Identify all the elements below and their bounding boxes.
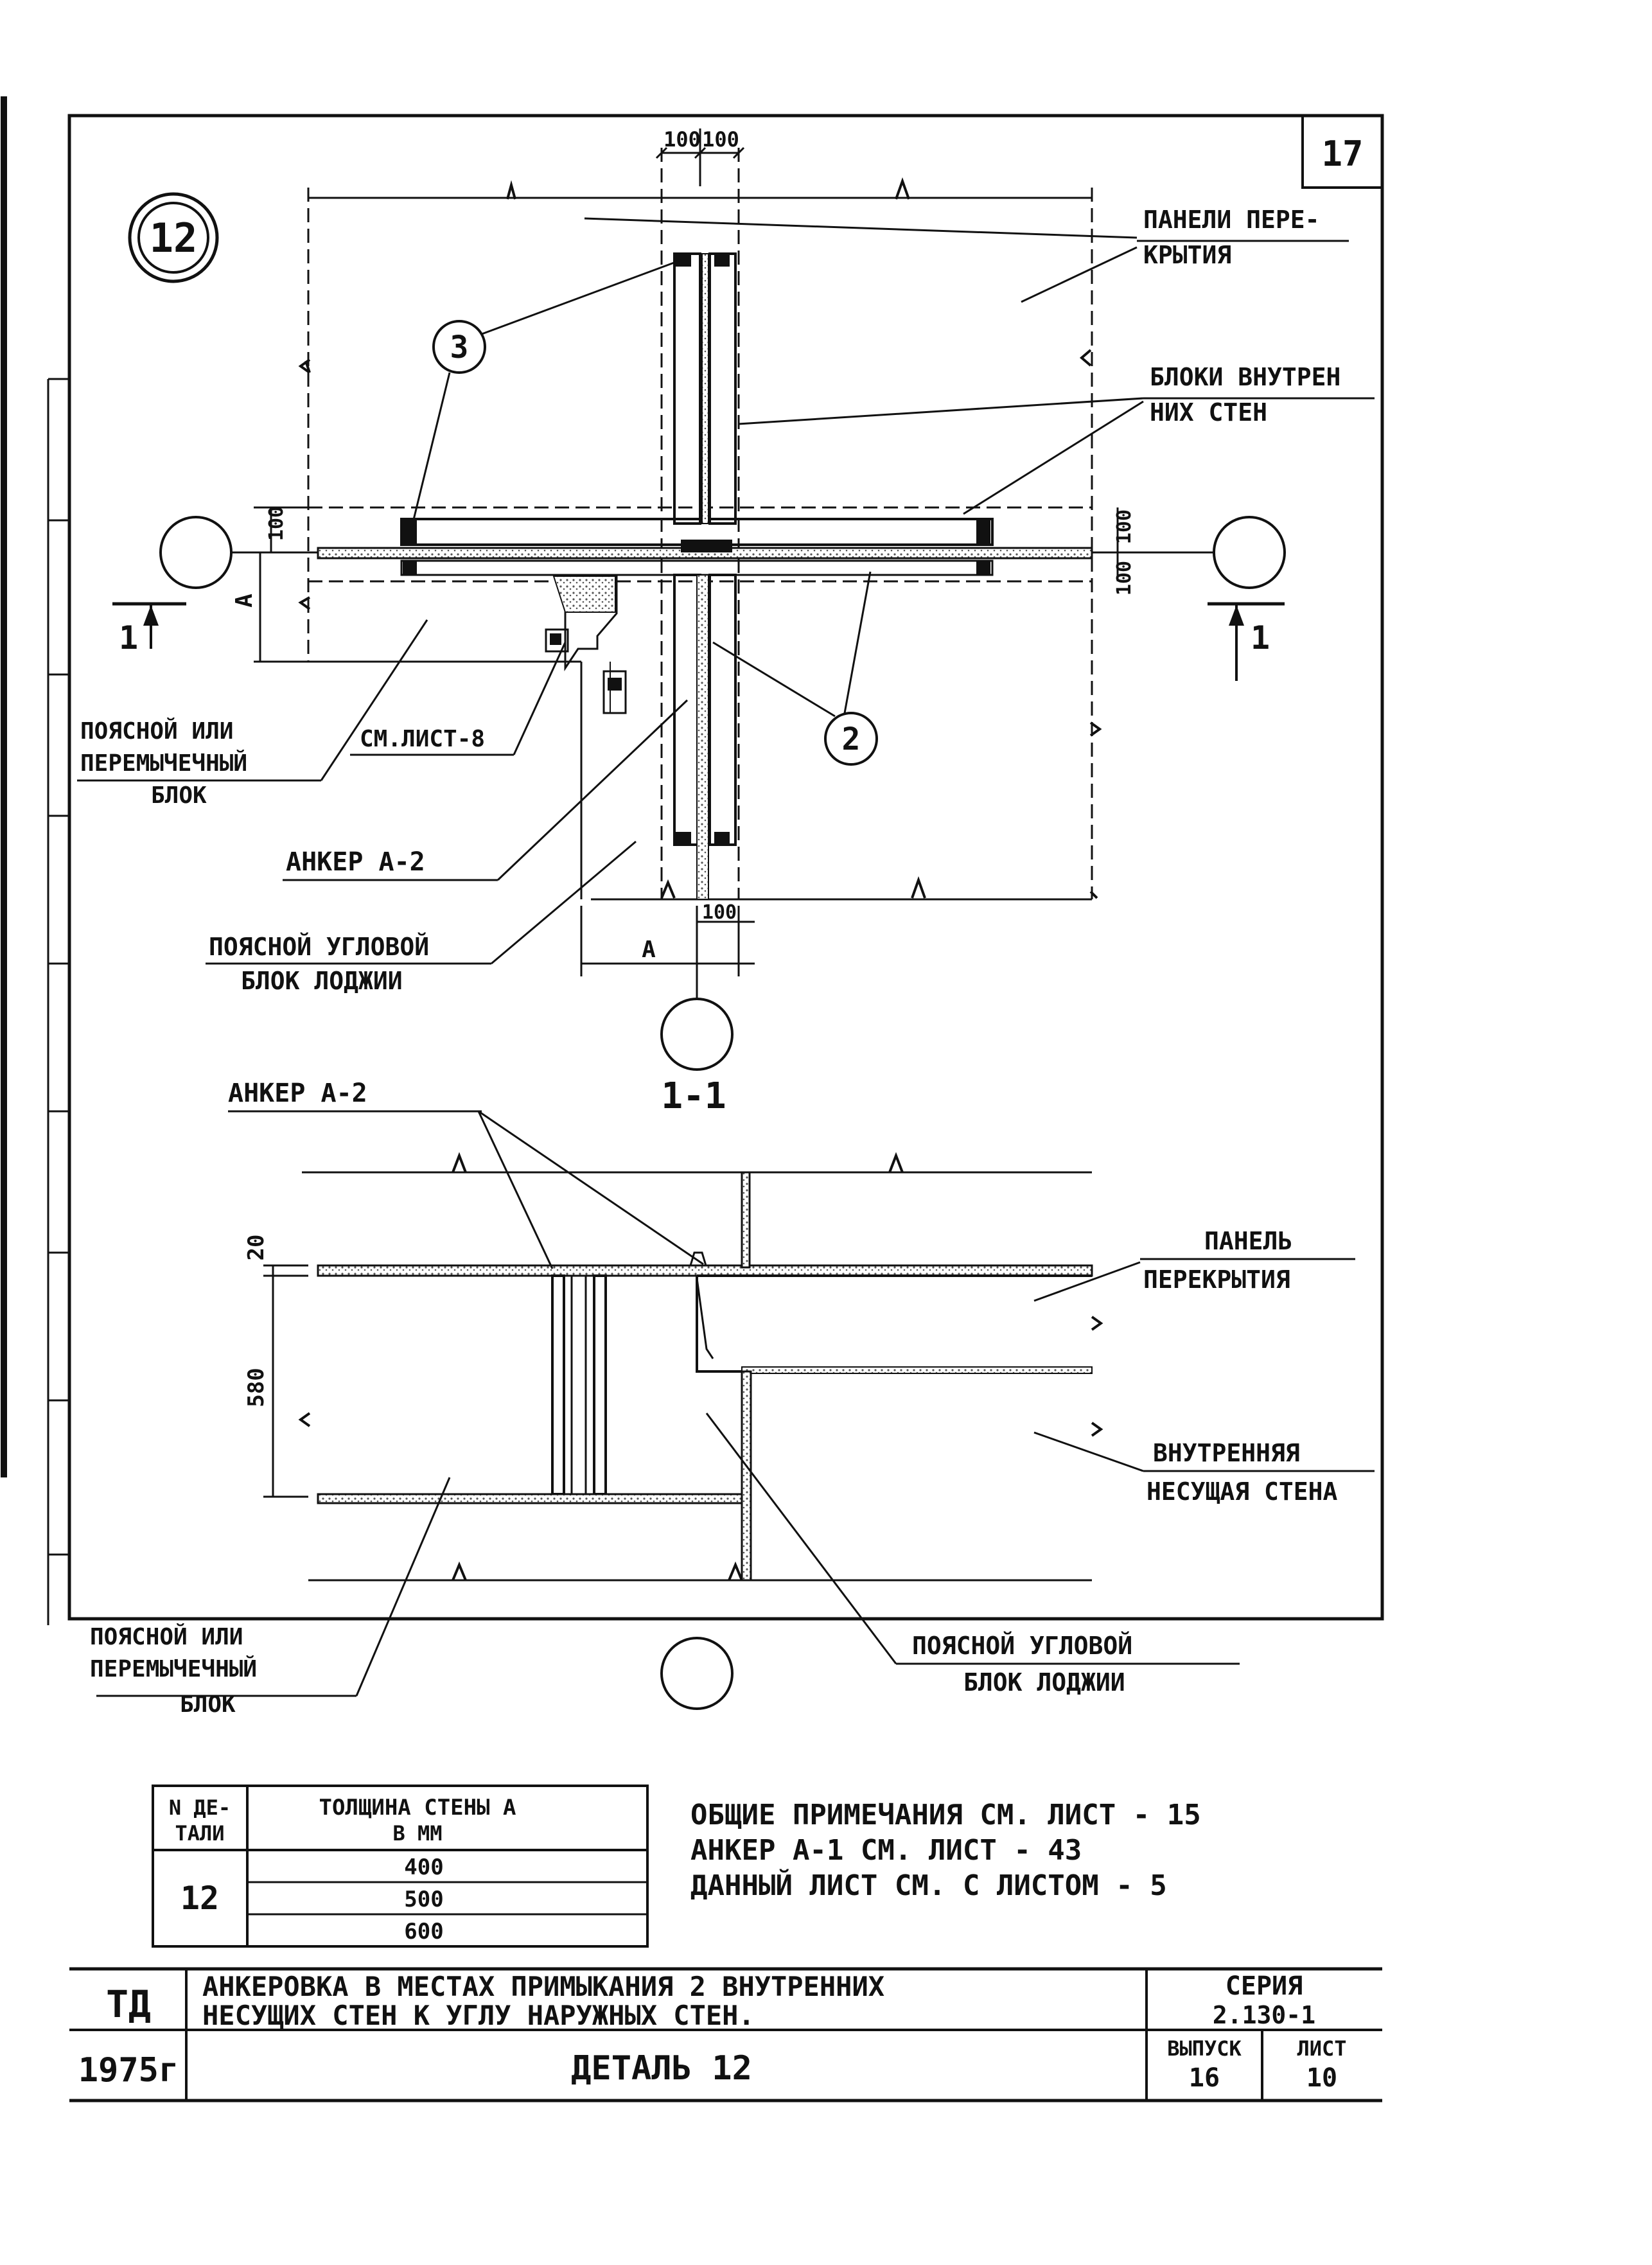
label-see-sheet: СМ.ЛИСТ-8: [360, 726, 485, 752]
title-block: ТД 1975г АНКЕРОВКА В МЕСТАХ ПРИМЫКАНИЯ 2…: [69, 1967, 1382, 2102]
axis-circle-right: [1213, 516, 1286, 589]
dim-top-2: 100: [702, 127, 739, 152]
axis-circle-section: [660, 1637, 734, 1710]
callout-2-label: 2: [842, 721, 861, 757]
callout-3-label: 3: [450, 330, 469, 366]
section-label-anchor: АНКЕР А-2: [228, 1079, 367, 1108]
plan-view: 100 100 100 А 100 100 100 А: [77, 127, 1375, 1117]
sheet-frame: [67, 114, 1384, 1621]
section-label-panel-2: ПЕРЕКРЫТИЯ: [1143, 1265, 1290, 1294]
issue-label: ВЫПУСК: [1167, 2036, 1242, 2061]
table-header-col1-line2: ТАЛИ: [175, 1821, 224, 1846]
table-thickness-1: 400: [404, 1855, 443, 1880]
thickness-table: N ДЕ- ТАЛИ ТОЛЩИНА СТЕНЫ А В ММ 12 400 5…: [152, 1785, 649, 1948]
table-header-col1-line1: N ДЕ-: [169, 1795, 231, 1820]
table-header-col2-line1: ТОЛЩИНА СТЕНЫ А: [319, 1795, 516, 1820]
label-panels-1: ПАНЕЛИ ПЕРЕ-: [1143, 206, 1320, 234]
axis-circle-left: [159, 516, 233, 589]
title-line-2: НЕСУЩИХ СТЕН К УГЛУ НАРУЖНЫХ СТЕН.: [202, 2000, 755, 2031]
detail-mark: 12: [128, 192, 219, 283]
note-3: ДАННЫЙ ЛИСТ СМ. С ЛИСТОМ - 5: [690, 1868, 1167, 1902]
section-mark-right: 1: [1208, 602, 1285, 681]
label-belt-1: ПОЯСНОЙ ИЛИ: [80, 718, 233, 745]
general-notes: ОБЩИЕ ПРИМЕЧАНИЯ СМ. ЛИСТ - 15 АНКЕР А-1…: [690, 1799, 1201, 1902]
dim-580: 580: [243, 1368, 269, 1407]
section-mark-right-label: 1: [1251, 619, 1270, 657]
note-2: АНКЕР А-1 СМ. ЛИСТ - 43: [690, 1834, 1082, 1867]
sheet-number-box: 17: [1301, 116, 1382, 189]
title-line-1: АНКЕРОВКА В МЕСТАХ ПРИМЫКАНИЯ 2 ВНУТРЕНН…: [202, 1971, 884, 2002]
table-thickness-2: 500: [404, 1887, 443, 1912]
sheet-label: ЛИСТ: [1297, 2036, 1346, 2061]
dim-bottom: 100 А: [580, 901, 755, 976]
label-panels-2: КРЫТИЯ: [1143, 241, 1231, 269]
section-label-belt-1: ПОЯСНОЙ ИЛИ: [90, 1623, 243, 1650]
section-label-panel-1: ПАНЕЛЬ: [1204, 1227, 1292, 1255]
dim-left: 100 А: [231, 506, 308, 663]
dim-bottom-100: 100: [702, 901, 737, 924]
section-label-wall-1: ВНУТРЕННЯЯ: [1153, 1439, 1300, 1467]
section-view: 20 580 АНКЕР А-2 ПАНЕЛЬ ПЕРЕКРЫТИЯ ВНУТР…: [90, 1079, 1375, 1718]
callout-3: [432, 320, 486, 374]
section-label-wall-2: НЕСУЩАЯ СТЕНА: [1147, 1477, 1338, 1506]
label-belt-3: БЛОК: [151, 782, 207, 809]
label-corner-1: ПОЯСНОЙ УГЛОВОЙ: [209, 933, 429, 961]
dim-right: 100 100: [1092, 507, 1156, 595]
dim-right-2: 100: [1113, 509, 1136, 544]
series-label: СЕРИЯ: [1226, 1971, 1303, 2001]
section-label-corner-2: БЛОК ЛОДЖИИ: [963, 1668, 1125, 1697]
dim-20: 20: [243, 1235, 269, 1261]
title-year: 1975г: [78, 2051, 179, 2090]
binding-strip: [1, 96, 69, 1625]
section-label-corner-1: ПОЯСНОЙ УГЛОВОЙ: [912, 1632, 1132, 1660]
series-value: 2.130-1: [1213, 2001, 1315, 2029]
label-belt-2: ПЕРЕМЫЧЕЧНЫЙ: [80, 750, 247, 777]
dim-A-left: А: [231, 594, 258, 608]
label-blocks-2: НИХ СТЕН: [1150, 398, 1267, 427]
label-corner-2: БЛОК ЛОДЖИИ: [241, 967, 403, 995]
sheet-number: 17: [1321, 134, 1363, 174]
dim-left-100: 100: [265, 506, 288, 541]
table-thickness-3: 600: [404, 1919, 443, 1944]
table-header-col2-line2: В ММ: [392, 1821, 442, 1846]
detail-mark-number: 12: [150, 215, 198, 261]
title-code: ТД: [106, 1982, 151, 2026]
section-mark-left: 1: [112, 602, 186, 657]
detail-title: ДЕТАЛЬ 12: [571, 2049, 752, 2088]
section-title: 1-1: [661, 1075, 726, 1117]
label-anchor: АНКЕР А-2: [286, 847, 425, 877]
dim-top: 100 100: [655, 127, 745, 186]
note-1: ОБЩИЕ ПРИМЕЧАНИЯ СМ. ЛИСТ - 15: [690, 1799, 1201, 1831]
section-mark-left-label: 1: [119, 619, 138, 657]
dim-top-1: 100: [663, 127, 701, 152]
issue-value: 16: [1189, 2063, 1220, 2093]
section-label-belt-2: ПЕРЕМЫЧЕЧНЫЙ: [90, 1655, 257, 1682]
callout-2: [824, 712, 878, 766]
dim-A-bottom: А: [642, 937, 656, 963]
axis-circle-bottom: [660, 998, 734, 1071]
label-blocks-1: БЛОКИ ВНУТРЕН: [1150, 363, 1340, 391]
section-label-belt-3: БЛОК: [180, 1691, 236, 1718]
dim-right-1: 100: [1113, 561, 1136, 595]
sheet-value: 10: [1306, 2063, 1337, 2093]
table-detail: 12: [180, 1880, 219, 1917]
